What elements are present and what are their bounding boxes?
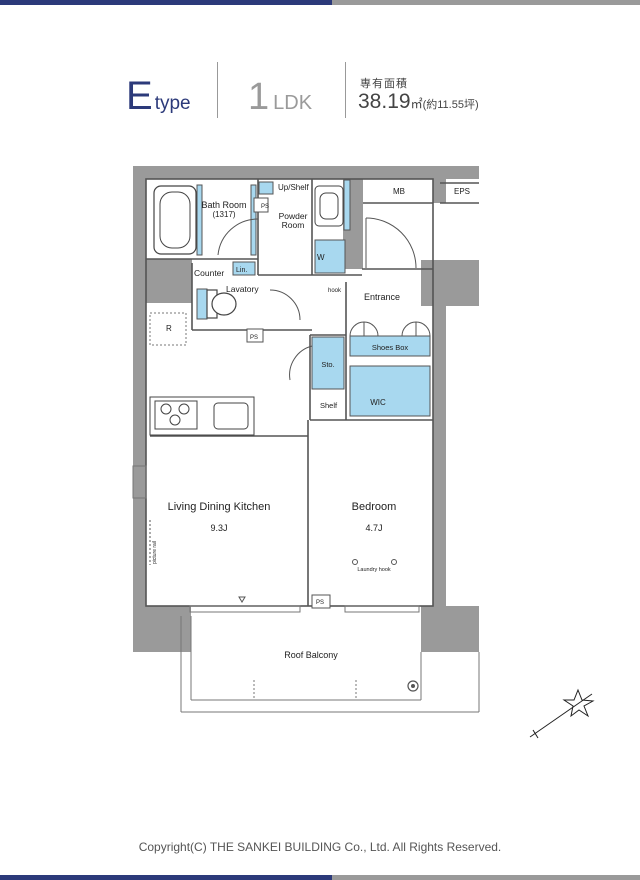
room-labels: Bath Room (1317) PS Up/Shelf Powder Room…	[152, 183, 470, 660]
copyright: Copyright(C) THE SANKEI BUILDING Co., Lt…	[138, 840, 502, 854]
label-lin: Lin.	[236, 267, 247, 274]
label-shelf: Shelf	[320, 401, 338, 410]
label-up-shelf: Up/Shelf	[278, 183, 309, 192]
label-bath-size: (1317)	[212, 210, 235, 219]
label-bedroom-size: 4.7J	[365, 523, 382, 533]
header-divider	[217, 62, 218, 118]
label-lavatory: Lavatory	[226, 284, 259, 294]
drain-icon	[407, 680, 419, 692]
header-divider	[345, 62, 346, 118]
label-wic: WIC	[370, 398, 386, 407]
fridge-space	[149, 312, 187, 346]
balcony-outline	[180, 616, 480, 713]
marker-triangle	[238, 596, 246, 603]
partitions	[145, 178, 479, 607]
area-label: 専有面積	[360, 78, 408, 90]
label-powder-room-2: Room	[282, 220, 305, 230]
windows	[132, 465, 420, 613]
ps-boxes	[246, 197, 331, 609]
label-picture-rail: picture rail	[152, 541, 158, 564]
area-value: 38.19㎡(約11.55坪)	[358, 90, 479, 113]
stove-burners	[160, 403, 190, 426]
bathtub	[153, 185, 197, 255]
compass-icon	[529, 688, 595, 739]
toilet	[206, 289, 237, 319]
label-shoes-box: Shoes Box	[372, 343, 409, 352]
label-roof-balcony: Roof Balcony	[284, 650, 338, 660]
label-bedroom: Bedroom	[352, 501, 397, 513]
label-powder-room: Powder	[279, 211, 308, 221]
washbasin	[314, 185, 344, 227]
label-ps-3: PS	[316, 600, 324, 606]
label-laundry-hook: Laundry hook	[357, 567, 391, 573]
door-swings	[217, 217, 431, 381]
label-refrigerator: R	[166, 324, 172, 333]
label-mb: MB	[393, 187, 405, 196]
label-bath-room: Bath Room	[201, 200, 246, 210]
laundry-hook-icon	[352, 559, 397, 565]
label-entrance: Entrance	[364, 292, 400, 302]
label-w: W	[317, 253, 325, 262]
label-hook: hook	[328, 288, 342, 294]
label-storage: Sto.	[321, 360, 334, 369]
label-counter: Counter	[194, 268, 224, 278]
label-ldk-size: 9.3J	[210, 523, 227, 533]
label-ps: PS	[261, 204, 269, 210]
label-ldk: Living Dining Kitchen	[168, 501, 271, 513]
kitchen-counter	[149, 396, 255, 436]
label-eps: EPS	[454, 187, 470, 196]
label-ps-2: PS	[250, 335, 258, 341]
